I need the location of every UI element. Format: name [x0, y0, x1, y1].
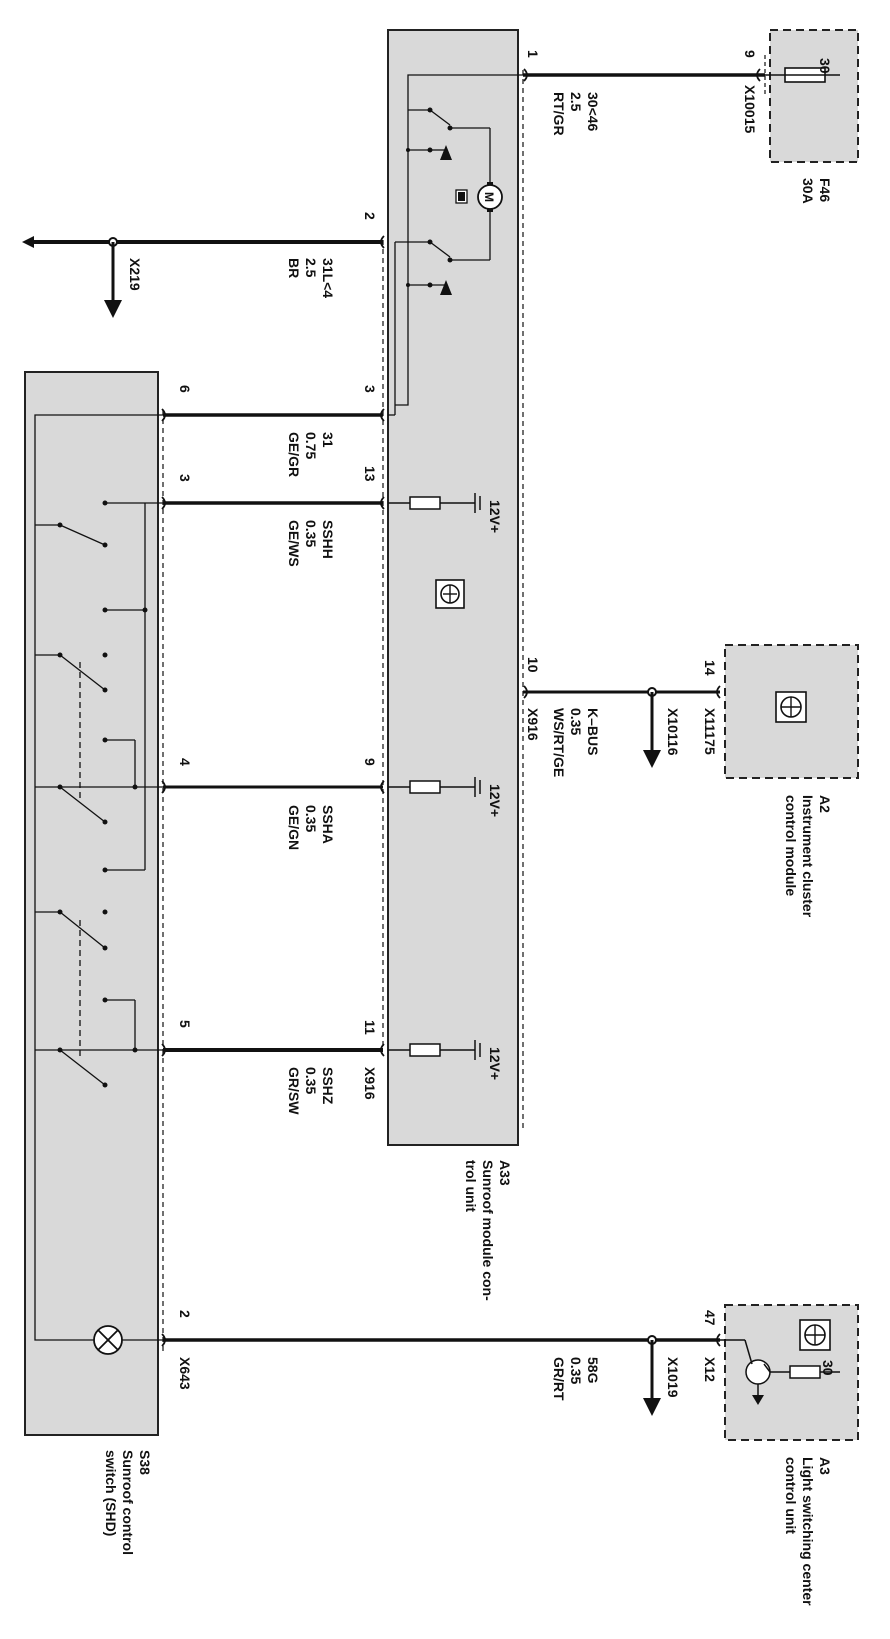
a2-name-1: Instrument cluster: [800, 795, 816, 918]
motor-symbol: M: [455, 182, 503, 212]
fuse-symbol: [765, 67, 840, 83]
a2-id: A2: [817, 795, 833, 813]
f46-rating: 30A: [800, 178, 816, 204]
wire-9-color: GE/GN: [286, 805, 302, 850]
a33-pin-1: 1: [525, 50, 541, 58]
a3-transistor-circuit: [720, 1339, 840, 1395]
x916-label: X916: [362, 1067, 378, 1100]
connector-marks: [161, 68, 761, 1347]
splice-x10116: [643, 687, 661, 768]
s38-contacts: [57, 500, 148, 1088]
supply-label-11: 12V+: [487, 1047, 503, 1080]
pullup-resistor-13: [388, 493, 481, 513]
a3-name-1: Light switching center: [800, 1457, 816, 1606]
wire-9-signal: SSHA: [320, 805, 336, 844]
wire-1-color: RT/GR: [551, 92, 567, 136]
wires: [30, 73, 765, 1342]
a33-internal-circuit: [388, 74, 523, 416]
wire-11-signal: SSHZ: [320, 1067, 336, 1105]
wire-58g-signal: 58G: [585, 1357, 601, 1384]
a33-name-2: trol unit: [463, 1160, 479, 1212]
f46-terminal: 30: [817, 58, 833, 74]
a2-name-2: control module: [783, 795, 799, 896]
pullup-resistor-9: [388, 777, 481, 797]
wire-1-gauge: 2.5: [568, 92, 584, 112]
wire-1-signal: 30<46: [585, 92, 601, 132]
s38-internal-circuit: [34, 414, 163, 1341]
s38-id: S38: [137, 1450, 153, 1475]
a3-ground-arrow: [752, 1395, 764, 1405]
a33-pin-9: 9: [362, 758, 378, 766]
wire-2-color: BR: [286, 258, 302, 278]
a2-pin: 14: [702, 660, 718, 676]
x1019-label: X1019: [665, 1357, 681, 1398]
a3-id: A3: [817, 1457, 833, 1475]
x643-label: X643: [177, 1357, 193, 1390]
wire-10-color: WS/RT/GE: [551, 708, 567, 777]
splice-x1019: [643, 1335, 661, 1416]
supply-label-9: 12V+: [487, 784, 503, 817]
x219-label: X219: [127, 258, 143, 291]
wire-13-color: GE/WS: [286, 520, 302, 567]
a3-control-unit-icon: [799, 1319, 831, 1351]
wire-58g-color: GR/RT: [551, 1357, 567, 1401]
a3-pin: 47: [702, 1310, 718, 1326]
a33-pin-2: 2: [362, 212, 378, 220]
a3-terminal: 30: [820, 1360, 836, 1376]
indicator-lamp-icon: [93, 1325, 163, 1355]
wire-13-signal: SSHH: [320, 520, 336, 559]
x916-kbus-label: X916: [525, 708, 541, 741]
wire-11-color: GR/SW: [286, 1067, 302, 1115]
f46-pin: 9: [742, 50, 758, 58]
a2-connector: X11175: [702, 708, 718, 755]
f46-id: F46: [817, 178, 833, 202]
a3-name-2: control unit: [783, 1457, 799, 1534]
wire-10-gauge: 0.35: [568, 708, 584, 735]
a3-connector: X12: [702, 1357, 718, 1382]
f46-connector: X10015: [742, 85, 758, 133]
wire-9-gauge: 0.35: [303, 805, 319, 832]
a33-relay-contacts: [406, 107, 453, 295]
wire-13-gauge: 0.35: [303, 520, 319, 547]
wire-3-gauge: 0.75: [303, 432, 319, 459]
supply-label-13: 12V+: [487, 500, 503, 533]
pullup-resistor-11: [388, 1040, 481, 1060]
a33-name-1: Sunroof module con-: [480, 1160, 496, 1301]
s38-pin-3: 3: [177, 474, 193, 482]
wire-10-signal: K–BUS: [585, 708, 601, 755]
wire-3-color: GE/GR: [286, 432, 302, 477]
wire-11-gauge: 0.35: [303, 1067, 319, 1094]
s38-name-1: Sunroof control: [120, 1450, 136, 1555]
a33-pin-11: 11: [362, 1020, 378, 1035]
f46-box: [769, 29, 859, 163]
s38-pin-6: 6: [177, 385, 193, 393]
wire-2-gauge: 2.5: [303, 258, 319, 278]
a33-id: A33: [497, 1160, 513, 1186]
wire-end-cap: [22, 236, 34, 248]
wire-58g-gauge: 0.35: [568, 1357, 584, 1384]
s38-pin-5: 5: [177, 1020, 193, 1028]
a33-pin-3: 3: [362, 385, 378, 393]
a2-control-unit-icon: [775, 691, 807, 723]
s38-name-2: switch (SHD): [103, 1450, 119, 1536]
a33-control-unit-icon: [435, 579, 465, 609]
a33-pin-13: 13: [362, 466, 378, 482]
splice-x219: [104, 237, 122, 318]
s38-switch-box: [24, 371, 159, 1436]
motor-label: M: [482, 192, 496, 202]
a33-pin-10: 10: [525, 657, 541, 673]
wire-2-signal: 31L<4: [320, 258, 336, 298]
s38-pin-2: 2: [177, 1310, 193, 1318]
wire-3-signal: 31: [320, 432, 336, 448]
x10116-label: X10116: [665, 708, 681, 756]
s38-pin-4: 4: [177, 758, 193, 766]
